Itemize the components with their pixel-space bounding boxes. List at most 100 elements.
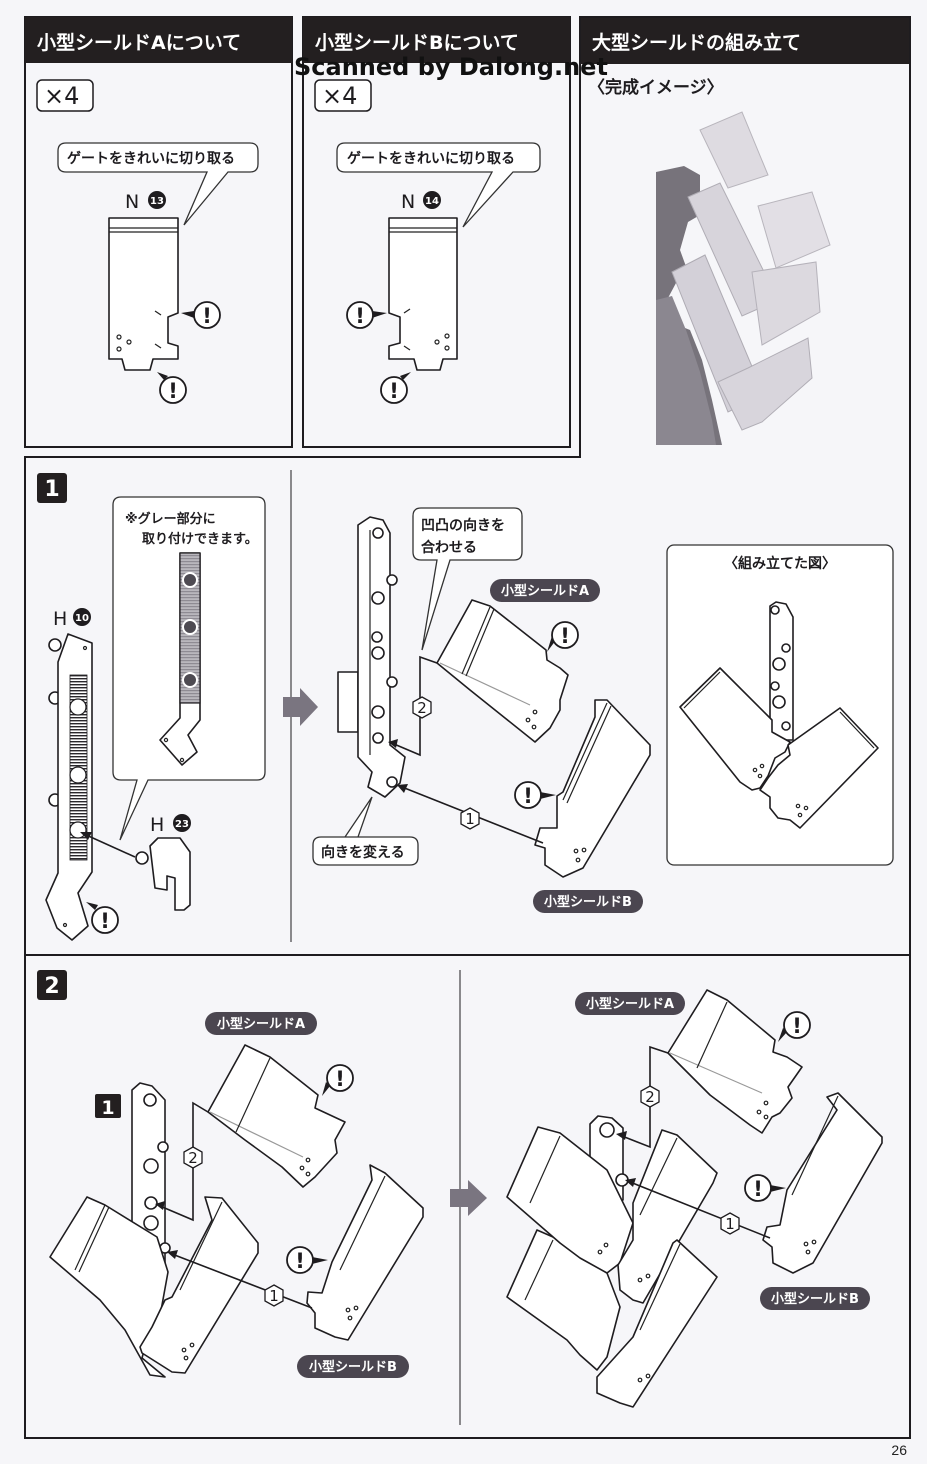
- part-number-badge: [148, 191, 166, 209]
- part-label-n13: N 13: [125, 191, 166, 213]
- rotate-callout: 向きを変える: [312, 796, 419, 866]
- callout-line: 合わせる: [421, 539, 477, 556]
- quantity-text: ×4: [322, 82, 357, 110]
- panel-title: 小型シールドBについて: [315, 31, 519, 54]
- label-shield-a: 小型シールドA: [205, 1012, 317, 1035]
- scan-watermark: Scanned by Dalong.net: [294, 53, 608, 81]
- order-number: 2: [417, 699, 427, 717]
- step-number-badge: [37, 970, 67, 1000]
- warning-marker: !: [346, 301, 387, 329]
- panel-header: [580, 17, 910, 64]
- runner-letter: H: [150, 814, 164, 836]
- warning-icon: !: [202, 304, 212, 328]
- panel-title: 大型シールドの組み立て: [592, 31, 801, 54]
- step-number: 1: [44, 477, 59, 502]
- part-n13-drawing: [108, 217, 179, 371]
- warning-icon: !: [355, 304, 365, 328]
- page-number: 26: [891, 1442, 907, 1458]
- label-shield-b: 小型シールドB: [533, 890, 643, 913]
- assembled-view-box: 〈組み立てた図〉: [666, 544, 894, 866]
- note-line: 取り付けできます。: [142, 531, 258, 547]
- part-number: 14: [425, 196, 439, 207]
- runner-letter: N: [125, 191, 139, 213]
- step-reference-number: 1: [101, 1097, 114, 1119]
- label-text: 小型シールドB: [309, 1359, 397, 1375]
- label-shield-a: 小型シールドA: [490, 579, 600, 602]
- part-number: 10: [75, 613, 89, 624]
- label-text: 小型シールドB: [771, 1291, 859, 1307]
- quantity-badge: ×4: [314, 79, 372, 112]
- part-label-h23: H 23: [150, 814, 191, 836]
- shield-a-drawing: [667, 989, 803, 1134]
- shield-a-drawing: [436, 599, 569, 743]
- warning-marker: !: [286, 1246, 328, 1274]
- runner-letter: H: [53, 608, 67, 630]
- label-text: 小型シールドA: [586, 996, 674, 1012]
- label-text: 小型シールドB: [544, 894, 632, 910]
- step-1: 1 ※グレー部分に 取り付けできます。 H 10: [37, 473, 894, 941]
- panel-header: [25, 17, 292, 63]
- part-number-badge: [173, 814, 191, 832]
- leader-order-1: 1: [167, 1250, 313, 1309]
- order-number: 2: [645, 1088, 655, 1106]
- callout-text: 向きを変える: [321, 844, 405, 861]
- panel-title: 小型シールドAについて: [37, 31, 241, 54]
- callout-text: ゲートをきれいに切り取る: [67, 150, 235, 167]
- shield-b-drawing: [762, 1092, 883, 1274]
- runner-letter: N: [401, 191, 415, 213]
- align-callout: 凹凸の向きを 合わせる: [412, 507, 523, 651]
- callout-text: ゲートをきれいに切り取る: [347, 150, 515, 167]
- part-number: 23: [175, 819, 189, 830]
- warning-marker: !: [778, 1011, 811, 1042]
- warning-icon: !: [792, 1014, 802, 1038]
- gate-callout: ゲートをきれいに切り取る: [336, 142, 541, 228]
- step-reference-badge: 1: [95, 1094, 121, 1119]
- panel-shield-a: 小型シールドAについて ×4 ゲートをきれいに切り取る N 13 !: [24, 16, 293, 448]
- leader-order-1: 1: [397, 784, 544, 844]
- warning-marker: !: [181, 301, 221, 329]
- shield-a-drawing: [207, 1044, 346, 1188]
- leader-order-2: 2: [616, 1045, 669, 1149]
- leader-order-2: 2: [155, 1101, 209, 1222]
- order-number: 1: [725, 1215, 735, 1233]
- assembled-rail-drawing: [131, 1082, 171, 1271]
- order-number: 2: [188, 1149, 198, 1167]
- leader-order-2: 2: [388, 655, 438, 757]
- warning-icon: !: [295, 1249, 305, 1273]
- part-number: 13: [150, 196, 164, 207]
- completed-image-label: 〈完成イメージ〉: [588, 77, 724, 98]
- panel-header: [303, 17, 570, 63]
- note-line: ※グレー部分に: [125, 511, 216, 527]
- rail-drawing: [337, 516, 406, 798]
- label-shield-b: 小型シールドB: [297, 1355, 409, 1378]
- part-number-badge: [423, 191, 441, 209]
- label-text: 小型シールドA: [217, 1016, 305, 1032]
- warning-icon: !: [560, 624, 570, 648]
- completed-shield-render: [656, 111, 831, 445]
- step-number: 2: [44, 974, 59, 999]
- panel-large-shield: 大型シールドの組み立て 〈完成イメージ〉: [580, 17, 910, 445]
- attached-shield-b-drawing: [139, 1196, 259, 1374]
- part-h23-drawing: [80, 832, 191, 911]
- warning-icon: !: [168, 379, 178, 403]
- warning-marker: !: [514, 781, 556, 809]
- leader-order-1: 1: [625, 1178, 771, 1239]
- part-label-n14: N 14: [401, 191, 441, 213]
- part-label-h10: H 10: [53, 608, 91, 630]
- next-arrow-icon: [283, 688, 318, 726]
- warning-icon: !: [335, 1067, 345, 1091]
- warning-icon: !: [523, 784, 533, 808]
- assembled-stack-drawing: [506, 1115, 718, 1408]
- label-text: 小型シールドA: [501, 583, 589, 599]
- gray-area-note-callout: ※グレー部分に 取り付けできます。: [112, 496, 266, 841]
- step-number-badge: [37, 473, 67, 503]
- quantity-badge: ×4: [36, 79, 94, 112]
- warning-icon: !: [753, 1177, 763, 1201]
- label-shield-b: 小型シールドB: [760, 1287, 870, 1310]
- warning-icon: !: [389, 379, 399, 403]
- warning-marker: !: [744, 1174, 786, 1202]
- order-number: 1: [269, 1287, 279, 1305]
- panel-shield-b: 小型シールドBについて ×4 ゲートをきれいに切り取る N 14 !: [302, 16, 571, 448]
- quantity-text: ×4: [44, 82, 79, 110]
- step-2: 2 小型シールドA 1: [37, 970, 883, 1408]
